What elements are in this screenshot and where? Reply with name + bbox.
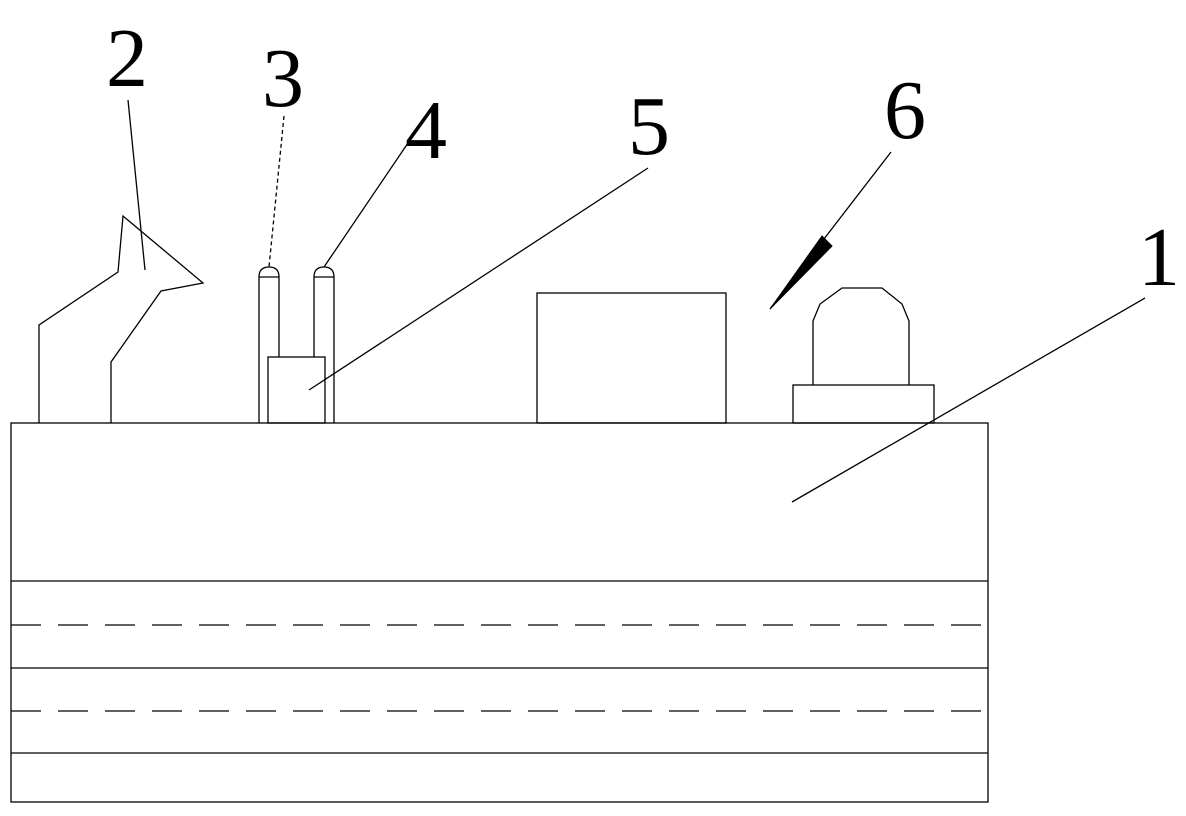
reference-numerals: 2 3 4 5 6 1	[106, 12, 1180, 304]
leader-5	[308, 167, 649, 391]
lamp-dome	[812, 287, 910, 385]
rod-left-shaft	[258, 276, 280, 423]
label-4: 4	[405, 84, 447, 177]
label-3: 3	[262, 32, 304, 125]
label-6: 6	[884, 64, 926, 157]
rod-left	[258, 266, 280, 423]
spout-left-edge	[38, 214, 205, 423]
dome-lamp	[792, 287, 935, 424]
label-2: 2	[106, 12, 148, 105]
leader-6-arrowhead	[769, 235, 833, 310]
rod-right-tip	[313, 266, 335, 278]
label-5: 5	[628, 80, 670, 173]
top-box	[536, 292, 727, 424]
leader-1	[791, 297, 1146, 503]
rod-left-tip	[258, 266, 280, 278]
leader-4	[323, 142, 409, 268]
rod-right	[313, 266, 335, 423]
lamp-base	[792, 384, 935, 424]
label-1: 1	[1138, 211, 1180, 304]
rod-base-block	[267, 356, 326, 424]
leader-lines	[127, 99, 1146, 503]
leader-3	[268, 115, 285, 268]
rod-right-shaft	[313, 276, 335, 423]
main-body	[10, 422, 989, 803]
spout-component	[38, 214, 205, 423]
main-body-outline	[10, 422, 989, 803]
leader-2	[127, 99, 146, 271]
